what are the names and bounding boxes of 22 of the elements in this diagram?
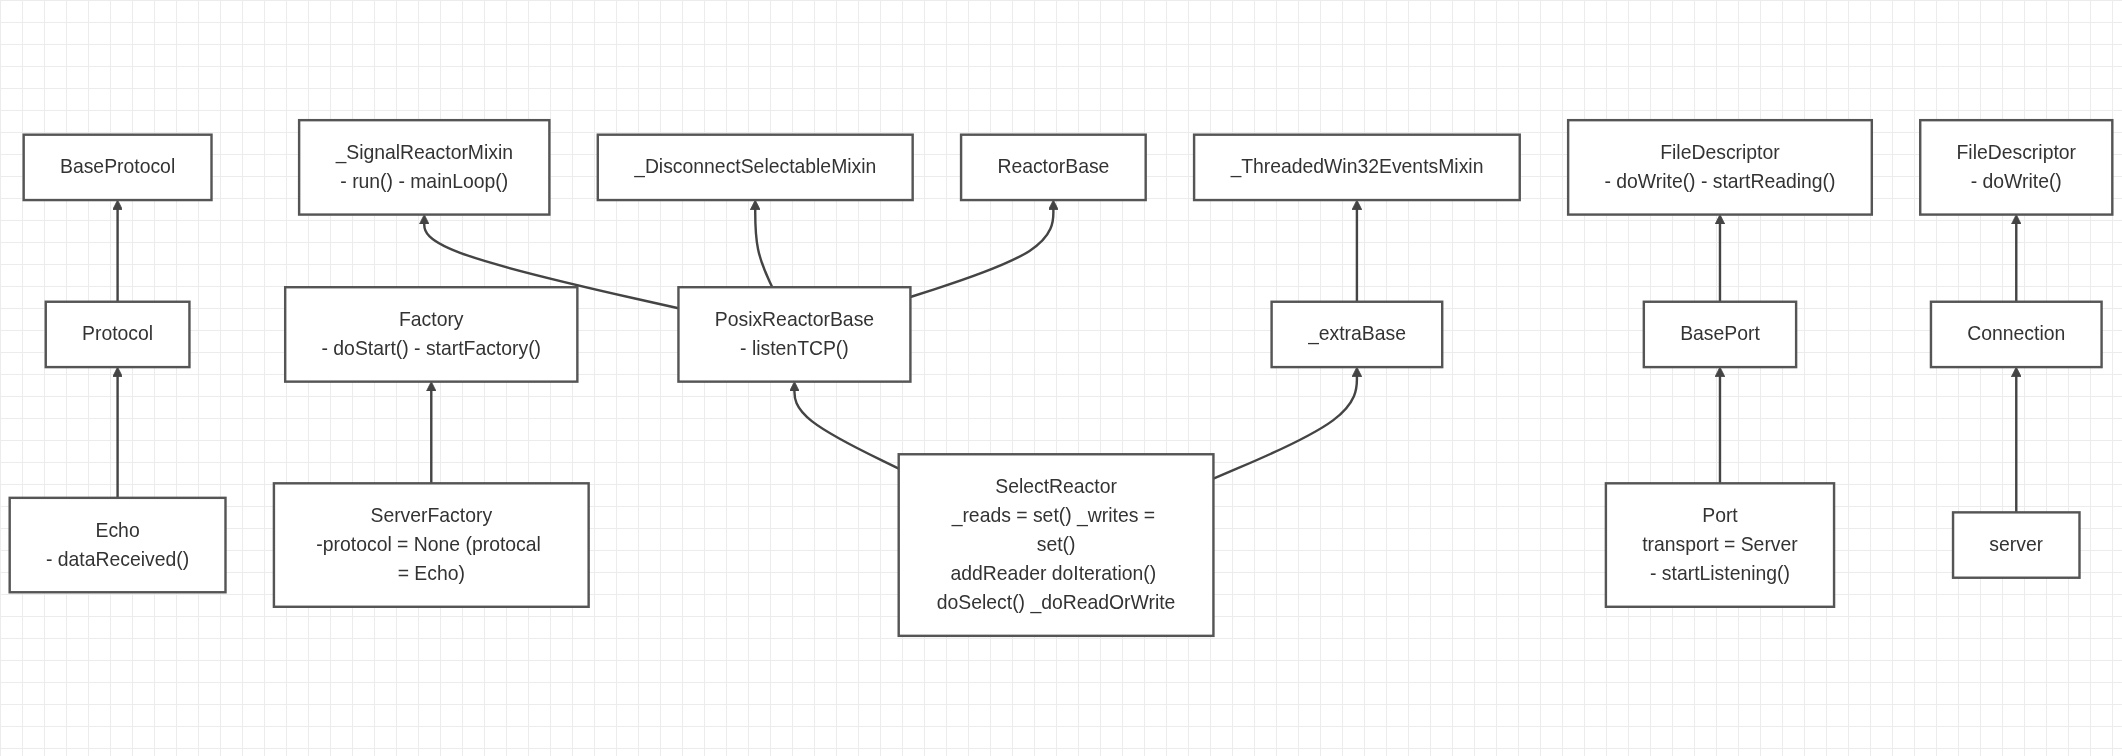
node-box: SelectReactor _reads = set() _writes = set() addReader doIteration() doSelect() _doReadOrWrite	[897, 453, 1215, 638]
node-box: _extraBase	[1270, 300, 1444, 369]
arrow	[425, 381, 437, 484]
node-box: PosixReactorBase - listenTCP()	[677, 286, 912, 383]
node-box: _ThreadedWin32EventsMixin	[1192, 133, 1521, 202]
node-box: FileDescriptor - doWrite() - startReading()	[1566, 118, 1873, 216]
node-box: server	[1951, 511, 2081, 579]
arrow	[418, 214, 679, 310]
node-box: _SignalReactorMixin - run() - mainLoop()	[297, 118, 551, 216]
node-box: ReactorBase	[959, 133, 1147, 202]
node-box: Protocol	[44, 300, 191, 369]
node-box: BasePort	[1642, 300, 1798, 369]
node-box: Echo - dataReceived()	[8, 496, 227, 594]
node-box: BaseProtocol	[22, 133, 213, 202]
arrow	[2010, 214, 2022, 302]
node-box: Connection	[1929, 300, 2103, 369]
node-box: ServerFactory -protocol = None (protocal = Echo)	[272, 482, 590, 608]
node-box: FileDescriptor - doWrite()	[1919, 118, 2114, 216]
arrow	[1714, 214, 1726, 302]
node-box: Factory - doStart() - startFactory()	[284, 286, 579, 383]
node-box: Port transport = Server - startListening()	[1604, 482, 1836, 608]
node-box: _DisconnectSelectableMixin	[596, 133, 914, 202]
